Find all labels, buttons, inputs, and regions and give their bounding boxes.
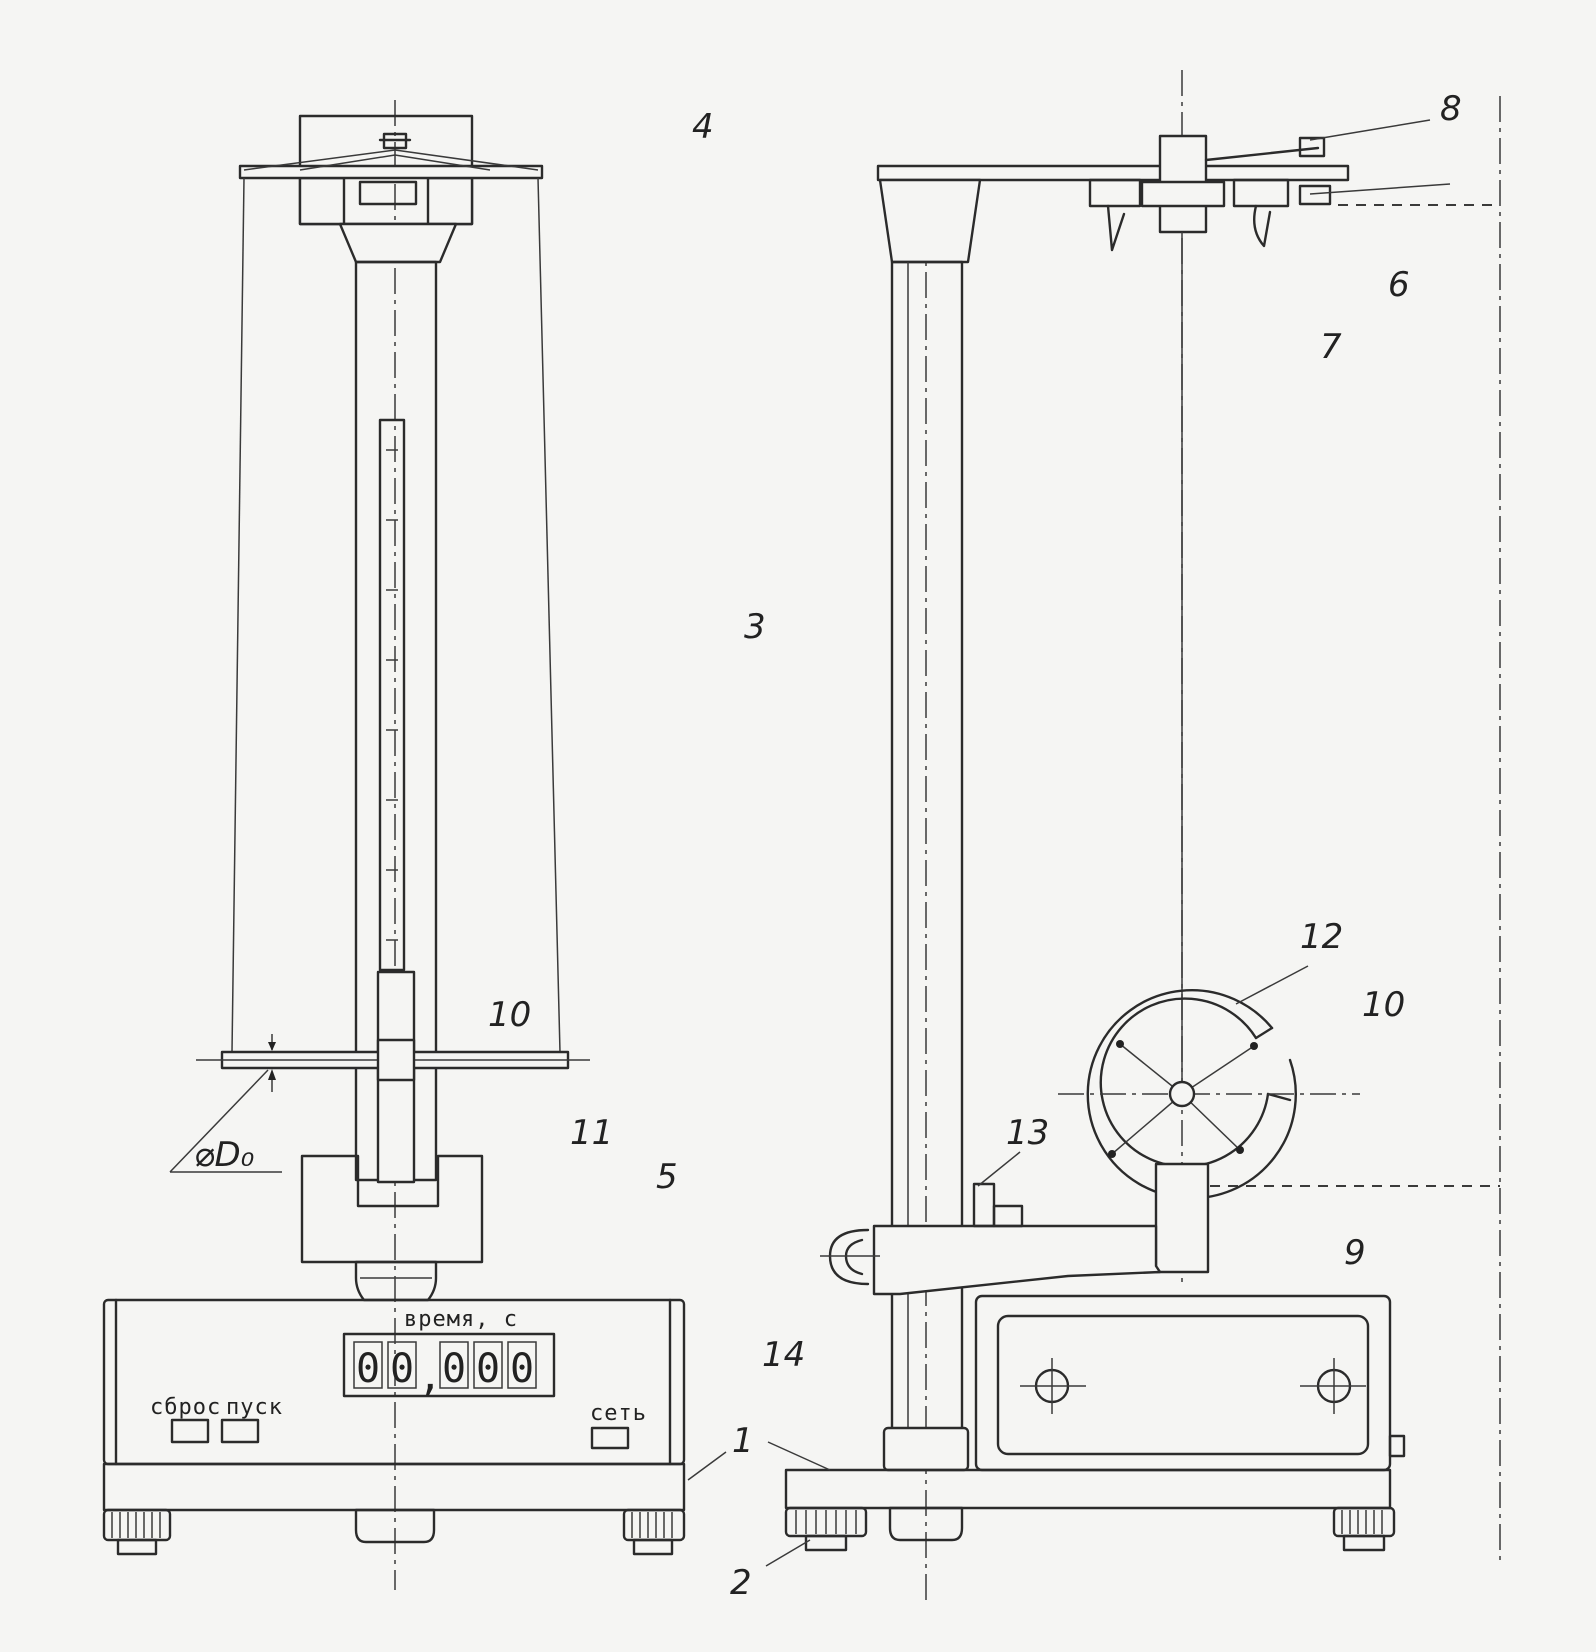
display-digit-1: 0 [356,1346,380,1392]
column-head [338,222,458,264]
electromagnet [972,1182,996,1228]
power-label: сеть [590,1401,647,1426]
start-button[interactable] [220,1418,260,1444]
leveling-foot-left [102,1508,172,1556]
label-9: 9 [1344,1233,1366,1273]
front-panel-text: время, с 0 0 , 0 0 0 сброс пуск сеть [150,1307,647,1426]
top-plate [238,164,544,180]
wheel-hub [1168,1080,1196,1108]
top-bracket-lug-left [298,176,346,226]
side-foot-right [1332,1506,1396,1552]
front-bottom-boss [354,1508,436,1544]
display-digit-2: 0 [390,1346,414,1392]
photogate-holder [1154,1162,1210,1274]
side-clamp-right [1232,178,1290,208]
top-bracket-lug-right [426,176,474,226]
side-base-plate [784,1468,1392,1510]
arm-clamp-screw [828,1228,870,1286]
side-foot-left [784,1506,868,1552]
display-digit-4: 0 [476,1346,500,1392]
column-collar [882,1426,970,1472]
label-10-front: 10 [488,995,531,1035]
leader-lines [687,119,1451,1567]
top-clamp [358,180,418,206]
scale-ticks [386,449,398,941]
leveling-foot-right [622,1508,686,1556]
scale-ruler [378,418,406,972]
ring-pendulum [1058,988,1360,1200]
label-8: 8 [1440,89,1462,129]
label-11: 11 [570,1113,613,1153]
side-connector [1388,1434,1406,1458]
side-housing [974,1294,1392,1472]
display-digit-5: 0 [510,1346,534,1392]
label-3: 3 [744,607,766,647]
part-labels: 1 2 3 4 5 6 7 8 9 10 10 11 12 13 14 ⌀D₀ [194,89,1462,1603]
lower-arm [872,1224,1162,1296]
diameter-label: ⌀D₀ [194,1135,255,1175]
label-1: 1 [732,1421,754,1461]
reset-label: сброс [150,1395,221,1420]
digital-display [342,1332,556,1398]
bracket-neck [354,1260,438,1302]
side-column-head [878,178,982,264]
side-screw-left [1106,204,1126,252]
side-view [784,70,1501,1600]
label-14: 14 [762,1335,805,1375]
label-13: 13 [1006,1113,1049,1153]
display-caption: время, с [404,1307,518,1332]
power-button[interactable] [590,1426,630,1450]
side-screw-right [1253,204,1272,248]
display-decimal-comma: , [418,1354,442,1400]
side-top-plate [876,164,1350,182]
label-5: 5 [656,1157,678,1197]
display-digit-3: 0 [442,1346,466,1392]
side-bottom-boss [888,1506,964,1542]
start-label: пуск [226,1395,283,1420]
front-view [102,100,686,1590]
side-cover-plate [996,1314,1370,1456]
label-10-side: 10 [1362,985,1405,1025]
label-6: 6 [1388,265,1410,305]
front-base-plate [102,1462,686,1512]
reset-button[interactable] [170,1418,210,1444]
label-2: 2 [730,1563,752,1603]
side-clamp-left [1088,178,1142,208]
label-7: 7 [1320,327,1342,367]
label-4: 4 [692,107,714,147]
label-12: 12 [1300,917,1343,957]
